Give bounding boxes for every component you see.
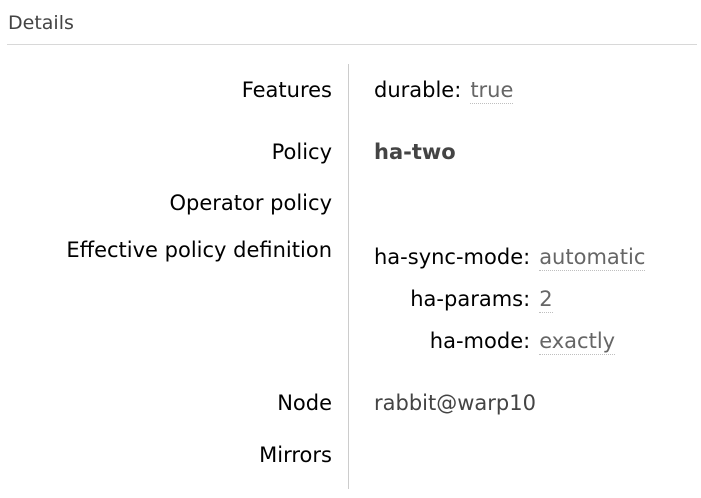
policy-def-key: ha-sync-mode:	[374, 245, 531, 269]
effective-policy-pairs: ha-sync-mode: automatic ha-params: 2 ha-…	[374, 236, 701, 362]
details-table: Features durable: true Policy ha-two Ope…	[0, 64, 701, 489]
row-value-policy: ha-two	[348, 114, 701, 176]
row-label-effective-policy-definition: Effective policy definition	[66, 238, 332, 262]
policy-def-value-text: automatic	[539, 245, 646, 271]
policy-def-key: ha-params:	[410, 287, 531, 311]
policy-def-value-text: 2	[539, 287, 553, 313]
policy-def-key: ha-mode:	[429, 329, 531, 353]
details-section-header: Details	[7, 0, 697, 45]
policy-def-value-text: exactly	[539, 329, 616, 355]
row-value-features: durable: true	[348, 64, 701, 114]
row-label-features: Features	[241, 78, 332, 102]
row-value-mirrors	[348, 435, 701, 489]
policy-def-value: 2	[539, 278, 645, 320]
row-value-node: rabbit@warp10	[348, 372, 701, 435]
row-label-operator-policy: Operator policy	[169, 191, 333, 215]
row-label-policy: Policy	[271, 140, 332, 164]
row-value-operator-policy	[348, 176, 701, 227]
policy-def-value: exactly	[539, 320, 645, 362]
feature-key: durable:	[374, 78, 462, 102]
policy-name: ha-two	[374, 140, 456, 164]
policy-def-value: automatic	[539, 236, 646, 278]
features-pairs: durable: true	[374, 76, 701, 104]
row-value-effective-policy-definition: ha-sync-mode: automatic ha-params: 2 ha-…	[348, 227, 701, 372]
section-title: Details	[8, 12, 74, 34]
node-name: rabbit@warp10	[374, 391, 536, 415]
row-label-node: Node	[277, 391, 332, 415]
row-label-mirrors: Mirrors	[259, 443, 332, 467]
feature-value: true	[470, 76, 514, 104]
feature-value-text: true	[470, 78, 514, 104]
